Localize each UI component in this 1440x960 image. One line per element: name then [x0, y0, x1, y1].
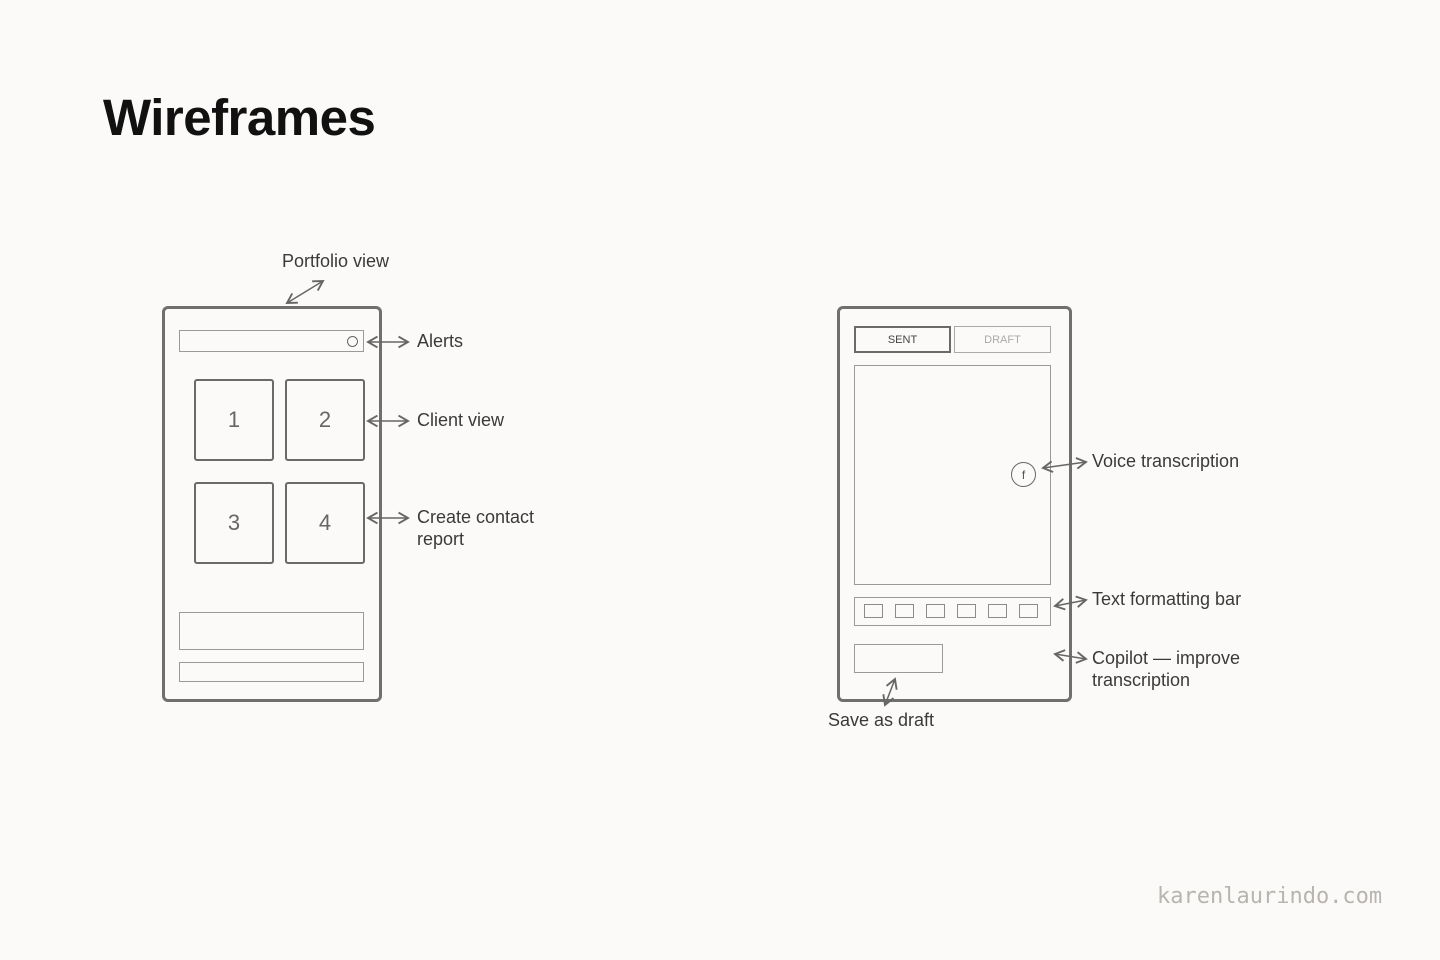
client-tile-4: 4 — [285, 482, 365, 564]
label-save-as-draft: Save as draft — [828, 710, 935, 730]
client-tile-3: 3 — [194, 482, 274, 564]
footer-url: karenlaurindo.com — [1157, 884, 1383, 909]
portfolio-phone-frame — [162, 306, 382, 702]
label-copilot: Copilot — improve transcription — [1092, 648, 1241, 690]
alert-indicator-icon — [347, 336, 358, 347]
report-phone-frame — [837, 306, 1072, 702]
arrow-portfolio-view — [285, 280, 325, 304]
alerts-bar — [179, 330, 364, 352]
label-portfolio-view: Portfolio view — [282, 251, 390, 271]
format-button-icon — [895, 604, 914, 618]
format-button-icon — [988, 604, 1007, 618]
format-button-icon — [957, 604, 976, 618]
client-tile-2: 2 — [285, 379, 365, 461]
formatting-bar — [854, 597, 1051, 626]
format-button-icon — [864, 604, 883, 618]
tab-sent: SENT — [854, 326, 951, 353]
client-tile-1: 1 — [194, 379, 274, 461]
label-alerts: Alerts — [417, 331, 464, 351]
tab-draft: DRAFT — [954, 326, 1051, 353]
page-title: Wireframes — [103, 89, 376, 146]
label-voice-transcription: Voice transcription — [1092, 451, 1240, 471]
format-button-icon — [1019, 604, 1038, 618]
label-create-contact-report: Create contact report — [417, 507, 535, 549]
content-block — [179, 612, 364, 650]
label-client-view: Client view — [417, 410, 505, 430]
bottom-bar — [179, 662, 364, 682]
microphone-icon: f — [1011, 462, 1036, 487]
save-draft-button-outline — [854, 644, 943, 673]
label-text-formatting-bar: Text formatting bar — [1092, 589, 1242, 609]
format-button-icon — [926, 604, 945, 618]
transcription-area — [854, 365, 1051, 585]
